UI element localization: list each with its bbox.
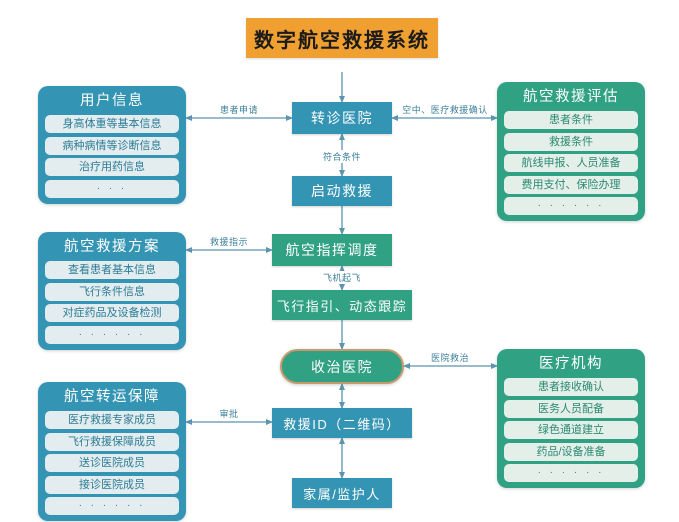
- panel-item[interactable]: 查看患者基本信息: [45, 261, 179, 279]
- panel-item[interactable]: 送诊医院成员: [45, 454, 179, 472]
- panel-item[interactable]: 接诊医院成员: [45, 475, 179, 494]
- panel-item-more[interactable]: · · ·: [45, 179, 179, 198]
- panel-item[interactable]: 飞行条件信息: [45, 282, 179, 301]
- panel-item[interactable]: 绿色通道建立: [504, 421, 638, 439]
- panel-title-medical-org: 医疗机构: [539, 356, 603, 372]
- edge-label-rescue-instruction: 救援指示: [207, 235, 251, 248]
- edge-label-approval: 审批: [217, 407, 241, 420]
- panel-title-rescue-plan: 航空救援方案: [64, 239, 160, 255]
- panel-user-info[interactable]: 用户信息 身高体重等基本信息 病种病情等诊断信息 治疗用药信息 · · ·: [38, 86, 186, 204]
- panel-item-more[interactable]: · · · · · ·: [45, 497, 179, 515]
- node-air-command[interactable]: 航空指挥调度: [272, 234, 392, 266]
- panel-title-user-info: 用户信息: [80, 93, 144, 109]
- panel-item[interactable]: 费用支付、保险办理: [504, 175, 638, 194]
- edge-label-hospital-treatment: 医院救治: [428, 351, 472, 364]
- panel-item[interactable]: 飞行救援保障成员: [45, 432, 179, 451]
- panel-item[interactable]: 患者接收确认: [504, 378, 638, 396]
- node-treating-hospital[interactable]: 收治医院: [280, 349, 404, 384]
- panel-item[interactable]: 患者条件: [504, 111, 638, 129]
- panel-rescue-assessment[interactable]: 航空救援评估 患者条件 救援条件 航线申报、人员准备 费用支付、保险办理 · ·…: [497, 82, 645, 221]
- panel-rescue-plan[interactable]: 航空救援方案 查看患者基本信息 飞行条件信息 对症药品及设备检测 · · · ·…: [38, 232, 186, 350]
- node-referral-hospital[interactable]: 转诊医院: [292, 102, 392, 134]
- panel-item[interactable]: 医疗救援专家成员: [45, 411, 179, 429]
- panel-item-more[interactable]: · · · · · ·: [504, 464, 638, 482]
- panel-item[interactable]: 对症药品及设备检测: [45, 304, 179, 322]
- panel-item[interactable]: 病种病情等诊断信息: [45, 136, 179, 155]
- panel-item-more[interactable]: · · · · · ·: [45, 325, 179, 344]
- node-rescue-id[interactable]: 救援ID（二维码）: [272, 408, 412, 438]
- panel-item[interactable]: 医务人员配备: [504, 399, 638, 418]
- panel-transfer-support[interactable]: 航空转运保障 医疗救援专家成员 飞行救援保障成员 送诊医院成员 接诊医院成员 ·…: [38, 382, 186, 521]
- panel-item[interactable]: 救援条件: [504, 132, 638, 151]
- panel-item-more[interactable]: · · · · · ·: [504, 197, 638, 215]
- panel-item[interactable]: 身高体重等基本信息: [45, 115, 179, 133]
- panel-title-transfer-support: 航空转运保障: [64, 389, 160, 405]
- edge-label-air-medical-confirm: 空中、医疗救援确认: [400, 103, 490, 116]
- panel-title-rescue-assessment: 航空救援评估: [523, 89, 619, 105]
- edge-label-aircraft-takeoff: 飞机起飞: [320, 271, 364, 284]
- panel-medical-org[interactable]: 医疗机构 患者接收确认 医务人员配备 绿色通道建立 药品/设备准备 · · · …: [497, 349, 645, 488]
- panel-item[interactable]: 治疗用药信息: [45, 158, 179, 176]
- node-family-guardian[interactable]: 家属/监护人: [292, 478, 392, 508]
- node-start-rescue[interactable]: 启动救援: [292, 176, 392, 206]
- panel-item[interactable]: 药品/设备准备: [504, 442, 638, 461]
- node-flight-guidance[interactable]: 飞行指引、动态跟踪: [272, 290, 412, 320]
- edge-label-meets-conditions: 符合条件: [320, 150, 364, 163]
- page-title: 数字航空救援系统: [246, 18, 438, 58]
- panel-item[interactable]: 航线申报、人员准备: [504, 154, 638, 172]
- edge-label-patient-application: 患者申请: [217, 103, 261, 116]
